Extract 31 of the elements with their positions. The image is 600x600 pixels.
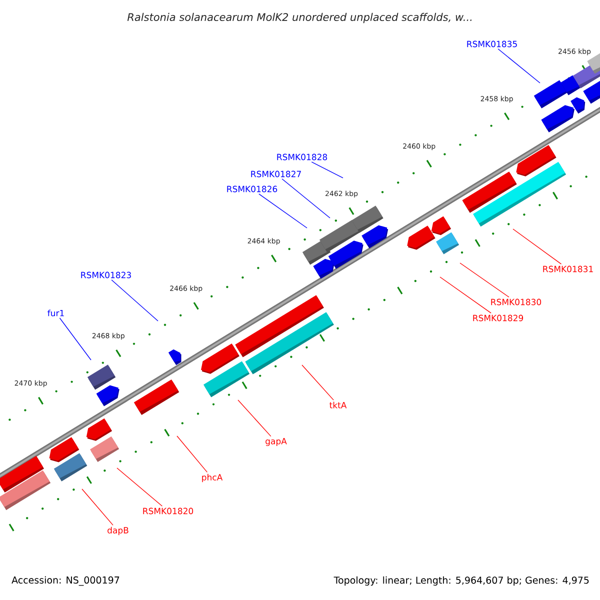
gene-label: RSMK01831 <box>543 266 593 272</box>
leader-line <box>59 318 92 360</box>
footer-text: Accession: NS_000197 <box>12 576 120 586</box>
gene-label: RSMK01829 <box>473 314 524 322</box>
leader-line <box>176 436 208 473</box>
gene-label: RSMK01826 <box>227 186 278 192</box>
gene-label: RSMK01835 <box>467 40 517 48</box>
title: Ralstonia solanacearum MolK2 unordered unplaced scaffolds, w... <box>127 12 472 24</box>
gene-label: RSMK01830 <box>491 298 542 306</box>
gene-label: tktA <box>330 402 347 408</box>
leader-line <box>238 400 272 437</box>
gene-label: fur1 <box>48 310 64 316</box>
gene-label: RSMK01828 <box>277 154 328 160</box>
footer-text: Topology: linear; Length: 5,964,607 bp; Genes: 4,975 <box>334 576 589 586</box>
leader-line <box>311 162 344 178</box>
gene-label: dapB <box>108 526 128 536</box>
leader-line <box>512 228 562 264</box>
leader-line <box>460 262 510 298</box>
leader-line <box>498 48 540 84</box>
gene-label: RSMK01827 <box>251 170 301 178</box>
leader-line <box>82 488 114 526</box>
leader-line <box>116 468 163 506</box>
leader-line <box>302 364 334 400</box>
gene-label: RSMK01823 <box>81 272 131 278</box>
leader-line <box>258 194 308 228</box>
gene-label: gapA <box>266 438 287 446</box>
leader-line <box>282 178 330 218</box>
leader-line <box>111 280 158 322</box>
gene-label: phcA <box>202 474 223 482</box>
gene-label: RSMK01820 <box>143 508 194 514</box>
leader-line <box>440 276 492 314</box>
